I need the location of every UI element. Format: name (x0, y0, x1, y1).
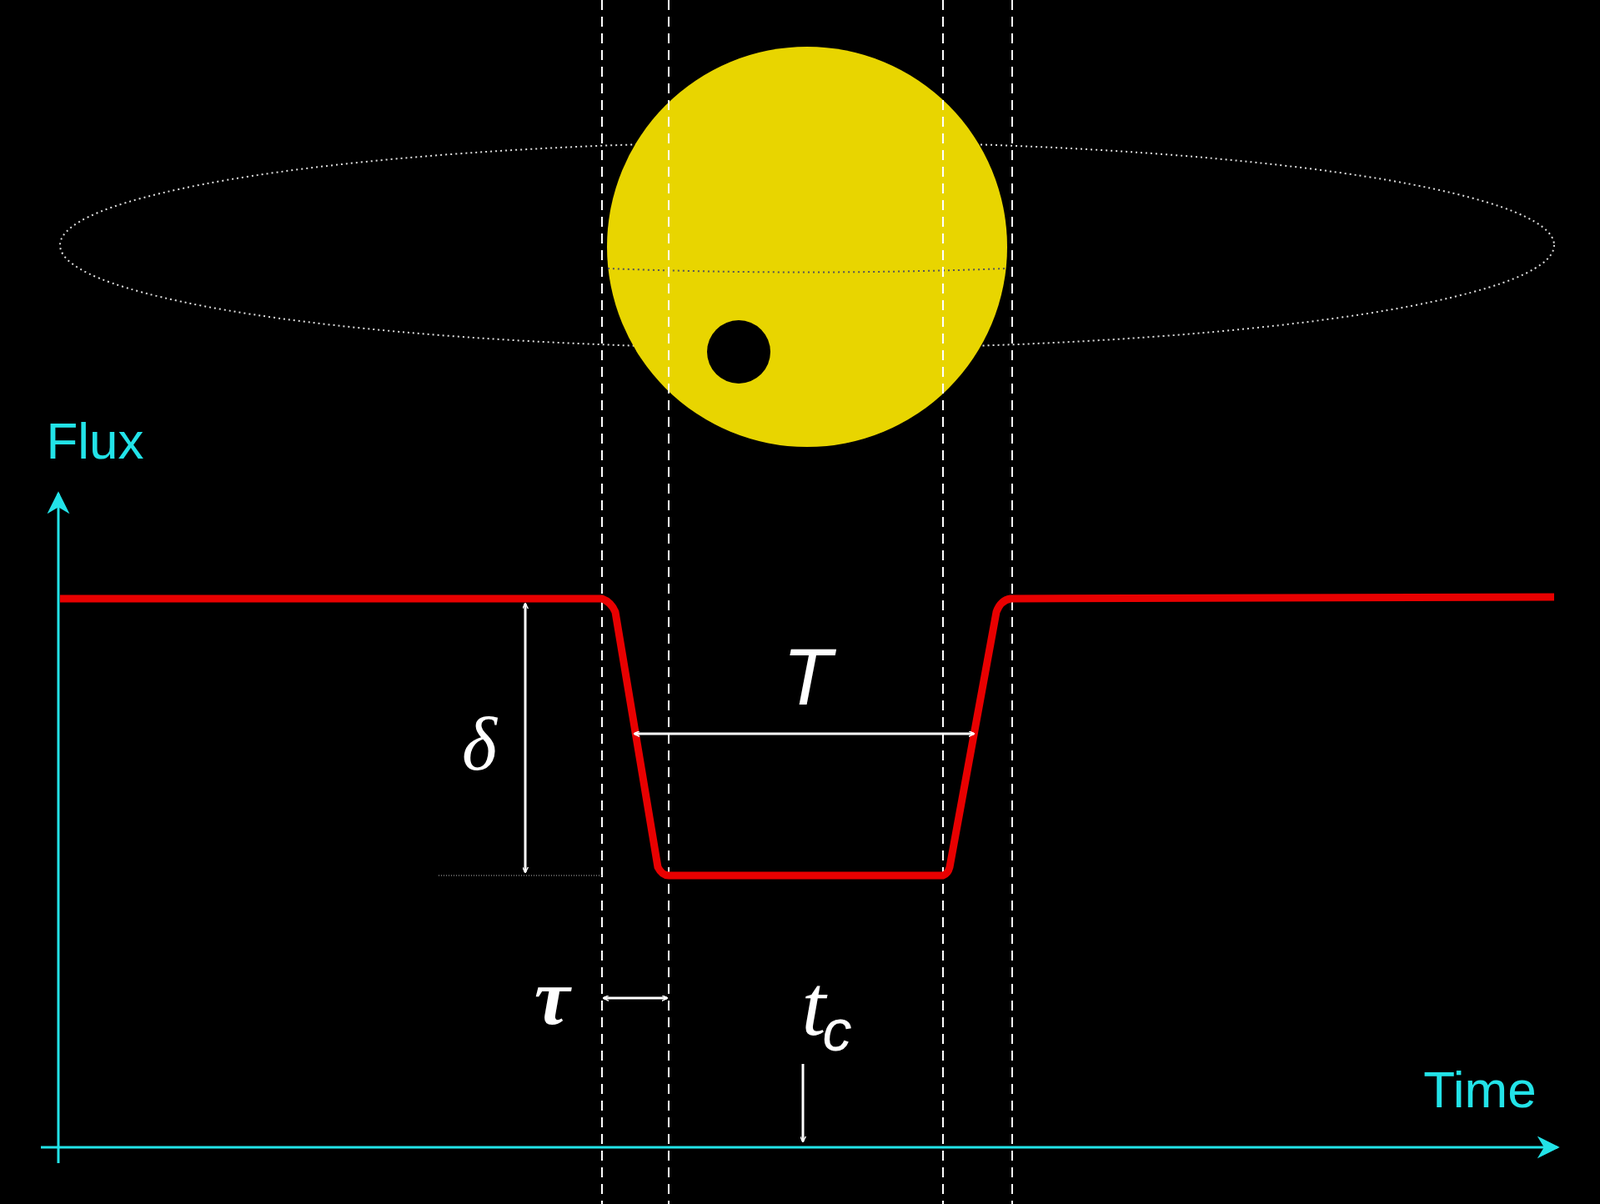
duration-symbol: T (782, 636, 833, 718)
contact-lines (601, 0, 1013, 1204)
orbit-front-arc (607, 268, 1007, 272)
depth-arrow (524, 603, 527, 873)
light-curve (60, 596, 1555, 876)
midtime-arrow (802, 1063, 805, 1142)
depth-guide (438, 875, 602, 877)
ingress-arrow (603, 997, 668, 1000)
duration-arrow (634, 732, 974, 736)
star (606, 46, 1008, 447)
midtime-symbol: t (802, 962, 827, 1049)
axis-label: Time (1423, 1063, 1536, 1116)
time-axis (40, 1146, 1558, 1149)
planet (707, 320, 771, 384)
ingress-symbol: τ (534, 957, 571, 1038)
depth-symbol: δ (461, 707, 497, 783)
axis-label: Flux (45, 415, 144, 467)
flux-axis (57, 493, 61, 1164)
midtime-subscript: c (822, 1001, 853, 1060)
